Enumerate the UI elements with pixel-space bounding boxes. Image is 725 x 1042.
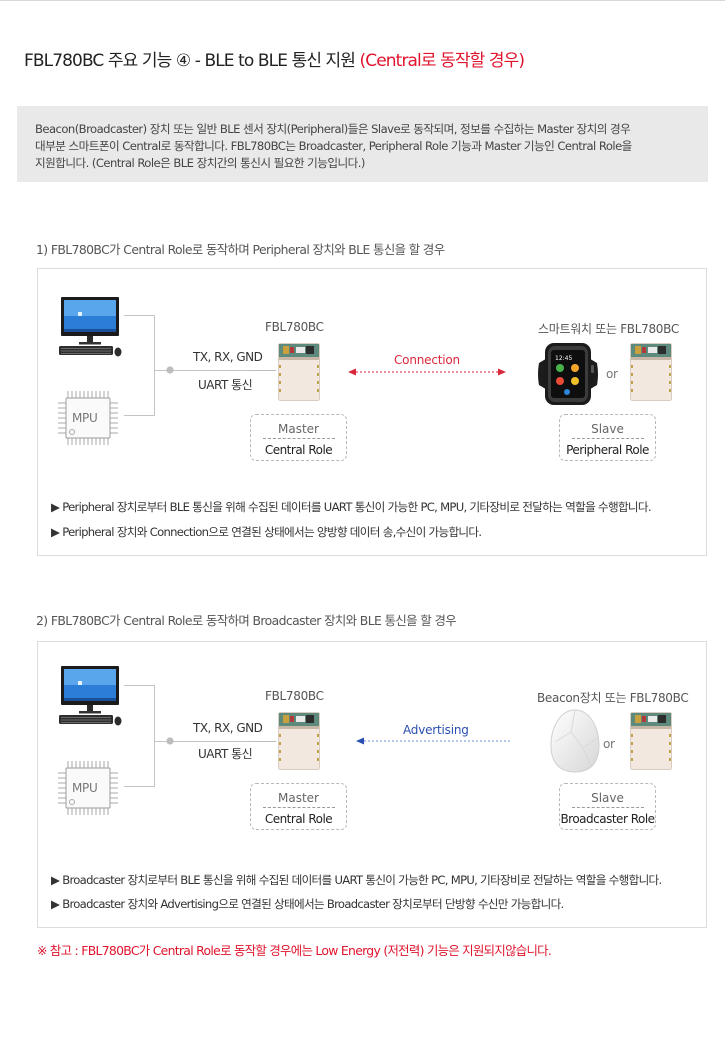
left-role-top: Master — [278, 791, 319, 805]
advertising-label: Advertising — [403, 723, 469, 737]
link-top-label: TX, RX, GND — [193, 721, 263, 735]
bullet-item: ▶ Peripheral 장치와 Connection으로 연결된 상태에서는 … — [51, 525, 482, 539]
smartwatch-icon — [535, 341, 601, 407]
ble-module-icon — [278, 343, 320, 401]
right-role-top: Slave — [591, 791, 624, 805]
section-2-heading: 2) FBL780BC가 Central Role로 동작하며 Broadcas… — [36, 613, 457, 628]
page-title-highlight: (Central로 동작할 경우) — [359, 51, 525, 71]
mpu-chip: MPU — [56, 757, 122, 819]
section-1-panel: MPU TX, RX, GND UART 통신 FBL780BC Connect… — [37, 268, 707, 556]
advertising-arrow — [356, 737, 512, 745]
left-role-box: Master Central Role — [250, 783, 347, 830]
connection-label: Connection — [394, 353, 460, 367]
ble-module-icon — [630, 343, 672, 401]
footnote: ※ 참고 : FBL780BC가 Central Role로 동작할 경우에는 … — [37, 943, 552, 958]
intro-box: Beacon(Broadcaster) 장치 또는 일반 BLE 센서 장치(P… — [17, 106, 708, 182]
bullet-item: ▶ Broadcaster 장치로부터 BLE 통신을 위해 수집된 데이터를 … — [51, 873, 662, 887]
top-divider — [0, 0, 725, 1]
connector-line — [124, 786, 154, 787]
or-label: or — [603, 737, 615, 751]
mpu-label: MPU — [72, 411, 98, 425]
role-separator — [262, 807, 335, 808]
intro-line: 지원합니다. (Central Role은 BLE 장치간의 통신시 필요한 기… — [35, 156, 365, 170]
connector-line — [250, 741, 276, 742]
link-top-label: TX, RX, GND — [193, 350, 263, 364]
page-title: FBL780BC 주요 기능 ④ - BLE to BLE 통신 지원 (Cen… — [24, 46, 525, 71]
connector-line — [124, 685, 154, 686]
link-bottom-label: UART 통신 — [198, 378, 253, 392]
desktop-computer-icon — [58, 296, 122, 358]
right-device-label: Beacon장치 또는 FBL780BC — [537, 691, 689, 705]
connector-line — [154, 370, 250, 371]
connector-line — [154, 741, 250, 742]
left-role-box: Master Central Role — [250, 414, 347, 461]
connector-line — [124, 415, 154, 416]
ble-module-icon — [278, 712, 320, 770]
or-label: or — [606, 367, 618, 381]
connector-line — [154, 315, 155, 416]
mpu-chip: MPU — [56, 387, 122, 449]
bullet-item: ▶ Peripheral 장치로부터 BLE 통신을 위해 수집된 데이터를 U… — [51, 500, 652, 514]
link-bottom-label: UART 통신 — [198, 747, 253, 761]
right-device-label: 스마트워치 또는 FBL780BC — [538, 322, 679, 336]
right-role-top: Slave — [591, 422, 624, 436]
bullet-item: ▶ Broadcaster 장치와 Advertising으로 연결된 상태에서… — [51, 897, 564, 911]
connector-line — [154, 685, 155, 787]
desktop-computer-icon — [58, 665, 122, 727]
left-device-label: FBL780BC — [265, 689, 324, 703]
role-separator — [571, 807, 644, 808]
mpu-label: MPU — [72, 781, 98, 795]
intro-line: 대부분 스마트폰이 Central로 동작합니다. FBL780BC는 Broa… — [35, 139, 632, 153]
ble-module-icon — [630, 712, 672, 770]
connector-line — [124, 315, 154, 316]
right-role-bottom: Peripheral Role — [566, 443, 649, 457]
role-separator — [262, 438, 335, 439]
role-separator — [571, 438, 644, 439]
right-role-box: Slave Peripheral Role — [559, 414, 656, 461]
bidirectional-arrow — [348, 368, 506, 376]
left-role-top: Master — [278, 422, 319, 436]
right-role-bottom: Broadcaster Role — [560, 812, 655, 826]
junction-dot — [166, 737, 174, 745]
junction-dot — [166, 366, 174, 374]
intro-line: Beacon(Broadcaster) 장치 또는 일반 BLE 센서 장치(P… — [35, 122, 631, 136]
left-role-bottom: Central Role — [264, 812, 333, 826]
left-device-label: FBL780BC — [265, 320, 324, 334]
connector-line — [250, 370, 276, 371]
right-role-box: Slave Broadcaster Role — [559, 783, 656, 830]
page-title-main: FBL780BC 주요 기능 ④ - BLE to BLE 통신 지원 — [24, 51, 360, 71]
beacon-icon — [549, 708, 601, 774]
section-1-heading: 1) FBL780BC가 Central Role로 동작하며 Peripher… — [36, 242, 445, 257]
left-role-bottom: Central Role — [264, 443, 333, 457]
section-2-panel: MPU TX, RX, GND UART 통신 FBL780BC Adverti… — [37, 641, 707, 928]
